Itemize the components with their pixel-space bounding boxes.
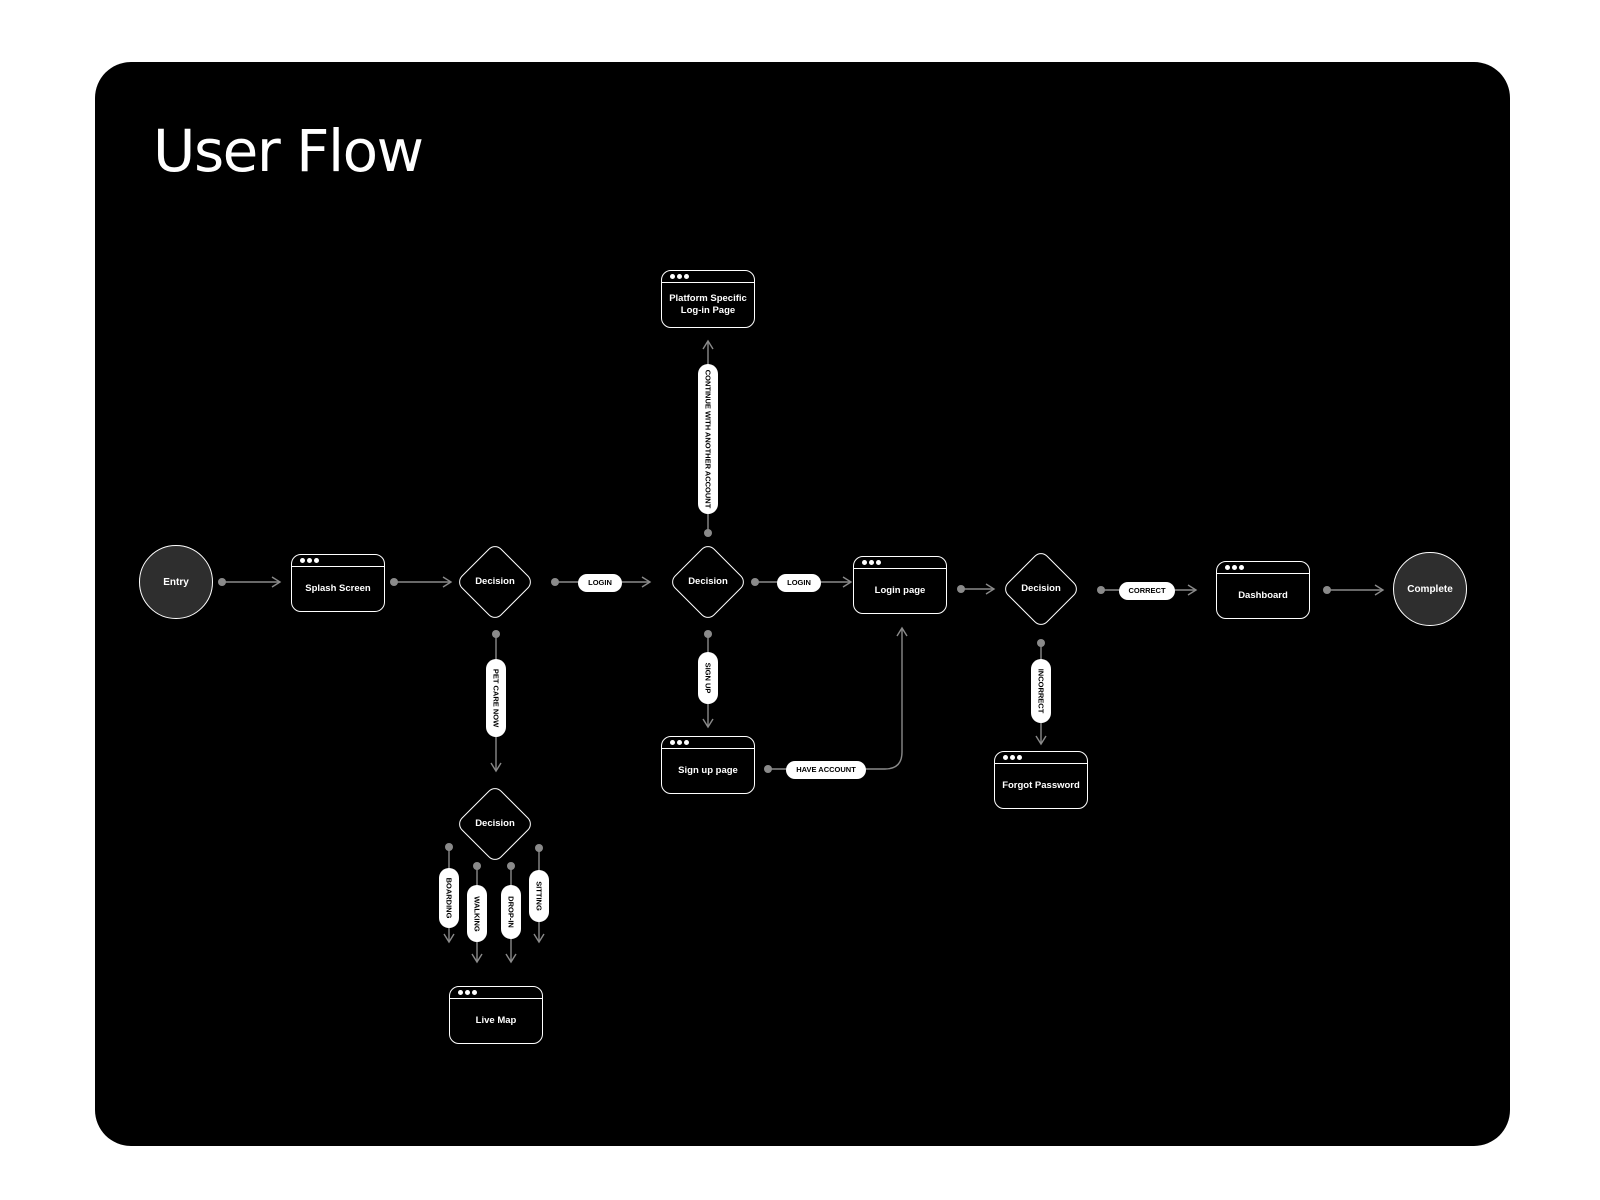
live-map-node: Live Map (449, 986, 543, 1044)
connector-dot (764, 765, 772, 773)
window-dots-icon (300, 558, 319, 563)
window-dots-icon (862, 560, 881, 565)
decision-label-4: Decision (1021, 583, 1061, 594)
decision-label-3: Decision (475, 818, 515, 829)
connector-dot (957, 585, 965, 593)
edge-label-boarding: BOARDING (439, 868, 459, 928)
decision-label-2: Decision (688, 576, 728, 587)
window-dots-icon (670, 274, 689, 279)
connector-dot (445, 843, 453, 851)
page-title: User Flow (153, 117, 424, 185)
connector-dot (507, 862, 515, 870)
window-dots-icon (1225, 565, 1244, 570)
edge-label-sitting: SITTING (529, 870, 549, 922)
entry-node: Entry (139, 545, 213, 619)
connector-dot (1037, 639, 1045, 647)
node-label: Live Map (475, 1015, 517, 1027)
node-label: Dashboard (1238, 590, 1288, 602)
edge-label-pet-care-now: PET CARE NOW (486, 659, 506, 737)
connector-dot (492, 630, 500, 638)
connector-dot (1323, 586, 1331, 594)
connector-dot (704, 529, 712, 537)
edge-label-incorrect: INCORRECT (1031, 659, 1051, 723)
node-label: Splash Screen (305, 583, 371, 595)
connector-dot (704, 630, 712, 638)
forgot-password-node: Forgot Password (994, 751, 1088, 809)
node-label: Sign up page (678, 765, 738, 777)
node-label: Platform Specific Log-in Page (669, 293, 747, 316)
edge-signup-login (768, 626, 908, 770)
complete-node: Complete (1393, 552, 1467, 626)
node-label: Login page (874, 585, 926, 597)
window-dots-icon (458, 990, 477, 995)
platform-login-node: Platform Specific Log-in Page (661, 270, 755, 328)
edge-label-sign-up: SIGN UP (698, 652, 718, 704)
connector-dot (551, 578, 559, 586)
connector-dot (535, 844, 543, 852)
login-page-node: Login page (853, 556, 947, 614)
edge-label-drop-in: DROP-IN (501, 885, 521, 939)
edge-label-continue-another: CONTINUE WITH ANOTHER ACCOUNT (698, 364, 718, 514)
connector-dot (473, 862, 481, 870)
window-dots-icon (1003, 755, 1022, 760)
connector-dot (1097, 586, 1105, 594)
dashboard-node: Dashboard (1216, 561, 1310, 619)
connector-dot (218, 578, 226, 586)
edge-label-login-1: LOGIN (578, 574, 622, 592)
splash-screen-node: Splash Screen (291, 554, 385, 612)
edge-label-correct: CORRECT (1119, 582, 1175, 600)
window-dots-icon (670, 740, 689, 745)
connector-dot (390, 578, 398, 586)
signup-page-node: Sign up page (661, 736, 755, 794)
node-label: Forgot Password (1002, 780, 1080, 792)
edge-label-have-account: HAVE ACCOUNT (786, 761, 866, 779)
edge-label-login-2: LOGIN (777, 574, 821, 592)
connector-dot (751, 578, 759, 586)
edge-label-walking: WALKING (467, 885, 487, 942)
decision-label-1: Decision (475, 576, 515, 587)
